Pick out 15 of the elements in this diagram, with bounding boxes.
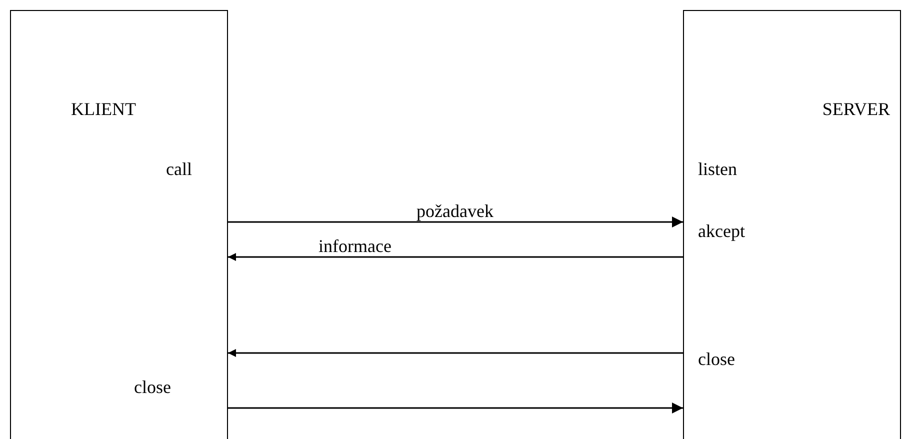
step-label: call — [166, 159, 192, 179]
step-label: listen — [698, 159, 737, 179]
lifeline-box — [10, 10, 228, 439]
step-label: akcept — [698, 221, 745, 241]
message-arrow — [228, 402, 683, 414]
lifeline-box — [683, 10, 901, 439]
lifeline-title: KLIENT — [71, 99, 136, 119]
edge-label: informace — [316, 237, 394, 255]
step-label: close — [698, 349, 735, 369]
lifeline-title: SERVER — [822, 99, 890, 119]
message-arrow — [228, 349, 683, 357]
edge-label: požadavek — [414, 202, 496, 220]
step-label: close — [134, 377, 171, 397]
message-arrow — [228, 216, 683, 228]
message-arrow — [228, 253, 683, 261]
